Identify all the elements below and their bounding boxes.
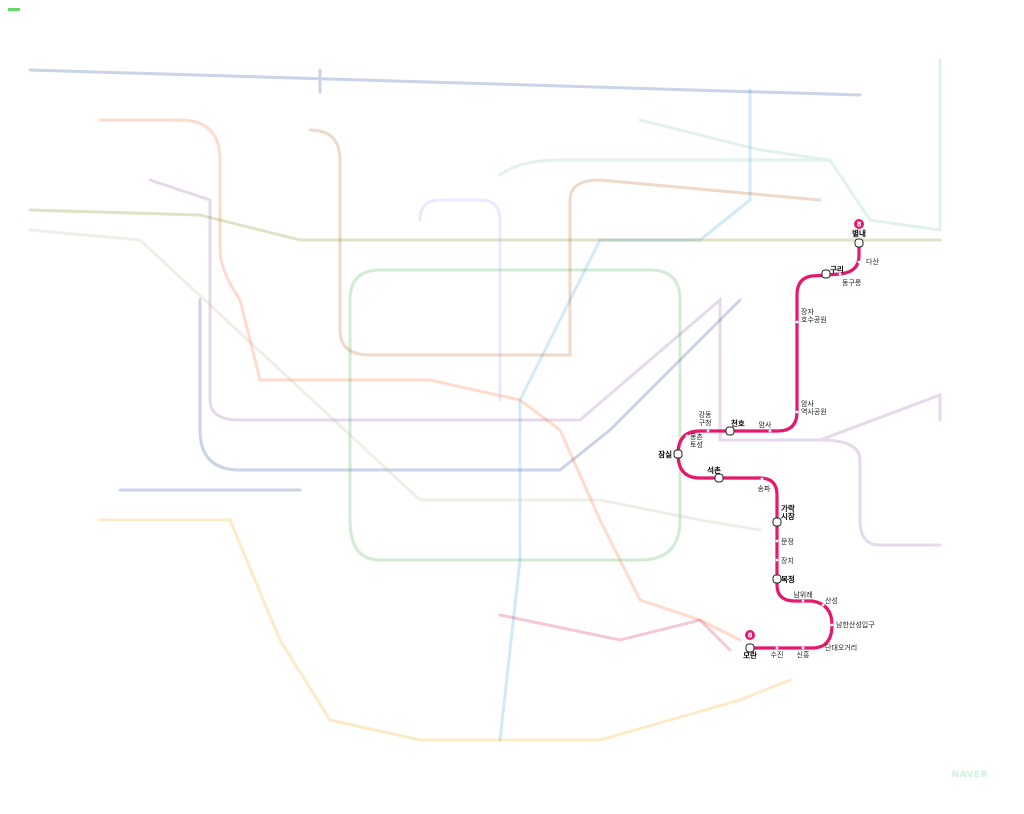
gyeongui-faded: [498, 58, 942, 232]
shinbundang-faded: [498, 613, 732, 652]
station-label: 복정: [781, 574, 795, 584]
station-marker: [821, 603, 825, 607]
transfer-station-marker: [821, 269, 831, 279]
station-marker: [830, 623, 834, 627]
transfer-station-marker: [772, 517, 782, 527]
station-marker: [775, 558, 779, 562]
station-label: 별내: [852, 228, 866, 238]
station-label: 남한산성입구: [836, 620, 875, 629]
station-label: 산성: [825, 596, 838, 605]
line-9-faded: [28, 228, 762, 532]
station-label: 신흥: [797, 650, 810, 659]
station-label: 수진: [771, 650, 784, 659]
station-marker: [838, 272, 842, 276]
line-7-faded: [28, 208, 942, 242]
station-label: 석촌: [707, 465, 721, 475]
station-marker: [801, 646, 805, 650]
ui-faded: [418, 198, 502, 402]
top-left-marker: [8, 8, 20, 11]
line-3-faded: [98, 118, 742, 642]
transfer-station-marker: [714, 473, 724, 483]
naver-logo: NAVER: [951, 770, 988, 780]
transfer-station-marker: [772, 574, 782, 584]
station-label: 천호: [731, 418, 745, 428]
station-marker: [820, 641, 824, 645]
line-1-faded: [28, 68, 862, 492]
station-marker: [706, 429, 710, 433]
transfer-station-marker: [673, 449, 683, 459]
line-5-faded: [148, 178, 942, 547]
station-label: 구리: [830, 264, 844, 274]
station-label: 다산: [866, 257, 879, 266]
line-8-badge: [745, 630, 755, 640]
station-label: 동구릉: [842, 279, 862, 287]
line-8-badge-number: 8: [857, 221, 862, 229]
transfer-station-marker: [745, 643, 755, 653]
station-label: 암사: [759, 420, 772, 429]
transfer-station-marker: [725, 426, 735, 436]
station-marker: [775, 646, 779, 650]
station-marker: [768, 429, 772, 433]
background-lines: [28, 58, 942, 742]
station-label: 송파: [758, 484, 771, 493]
station-marker: [857, 260, 861, 264]
line-8-badge: [854, 219, 864, 229]
station-marker: [795, 410, 799, 414]
line-4-faded: [498, 88, 752, 742]
station-label: 단대오거리: [825, 643, 857, 652]
transfer-station-marker: [854, 238, 864, 248]
station-label: 잠실: [658, 449, 672, 459]
suin-faded: [98, 518, 792, 742]
station-label: 남위례: [793, 590, 812, 599]
station-label: 장지: [781, 556, 794, 565]
line-8-path: [676, 241, 861, 650]
station-label: 모란: [743, 650, 757, 660]
station-marker: [685, 434, 689, 438]
station-marker: [775, 539, 779, 543]
station-marker: [801, 599, 805, 603]
station-marker: [795, 320, 799, 324]
station-label: 문정: [781, 537, 794, 546]
station-marker: [760, 477, 764, 481]
line-6-faded: [308, 128, 822, 357]
line-2-faded: [348, 268, 682, 562]
line-8-badge-number: 8: [748, 632, 753, 640]
